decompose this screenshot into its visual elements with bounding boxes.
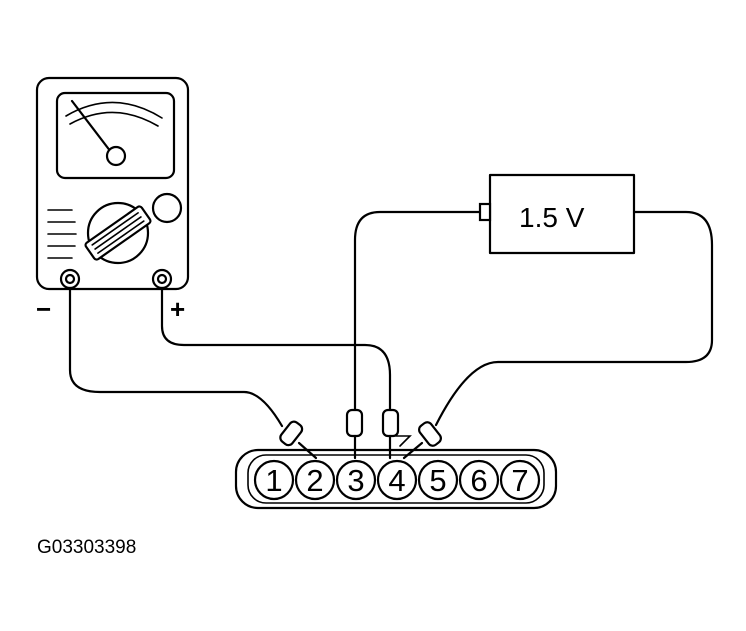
battery-voltage-label: 1.5 V bbox=[519, 202, 585, 233]
connector-pin-5: 5 bbox=[417, 459, 459, 501]
connector-pin-number: 6 bbox=[470, 463, 487, 498]
meter-scale-inner bbox=[69, 111, 159, 127]
meter-needle-pivot bbox=[105, 145, 127, 167]
connector-pin-number: 2 bbox=[306, 463, 323, 498]
probe-positive bbox=[381, 408, 400, 438]
analog-multimeter: − + bbox=[35, 76, 190, 324]
negative-jack[interactable] bbox=[59, 268, 81, 290]
wire-positive-lead bbox=[160, 286, 392, 412]
connector-pin-number: 5 bbox=[429, 463, 446, 498]
connector-pin-3: 3 bbox=[335, 459, 377, 501]
meter-needle bbox=[70, 99, 116, 158]
connector-pin-number: 1 bbox=[265, 463, 282, 498]
connector-pin-number: 7 bbox=[511, 463, 528, 498]
connector-pin-number: 4 bbox=[388, 463, 405, 498]
wire-negative-lead bbox=[68, 286, 284, 428]
battery: 1.5 V bbox=[478, 173, 636, 255]
meter-scale bbox=[65, 101, 163, 119]
connector-pin-6: 6 bbox=[458, 459, 500, 501]
connector-housing bbox=[234, 448, 558, 510]
zero-adjust-knob[interactable] bbox=[151, 192, 183, 224]
probe-battery-return bbox=[418, 421, 442, 447]
connector-pin-4: 4 bbox=[376, 459, 418, 501]
range-selector-knob[interactable] bbox=[84, 201, 152, 265]
wire-battery-to-pin3 bbox=[353, 210, 482, 412]
connector-pin-1: 1 bbox=[253, 459, 295, 501]
probe-pin3 bbox=[345, 408, 364, 438]
connector-inner bbox=[247, 454, 545, 504]
positive-polarity-label: + bbox=[170, 294, 185, 324]
negative-polarity-label: − bbox=[36, 294, 51, 324]
wire-battery-to-pin4 bbox=[434, 210, 714, 427]
probe-negative bbox=[279, 420, 304, 447]
dial-markings bbox=[47, 209, 77, 259]
wires bbox=[68, 210, 714, 428]
meter-body bbox=[35, 76, 190, 291]
battery-terminal bbox=[478, 202, 492, 222]
meter-display bbox=[55, 91, 176, 180]
connector-pin-2: 2 bbox=[294, 459, 336, 501]
figure-code: G03303398 bbox=[37, 537, 137, 558]
connector-pin-number: 3 bbox=[347, 463, 364, 498]
connection-mark bbox=[395, 435, 412, 447]
connector-pin-7: 7 bbox=[499, 459, 541, 501]
positive-jack[interactable] bbox=[151, 268, 173, 290]
